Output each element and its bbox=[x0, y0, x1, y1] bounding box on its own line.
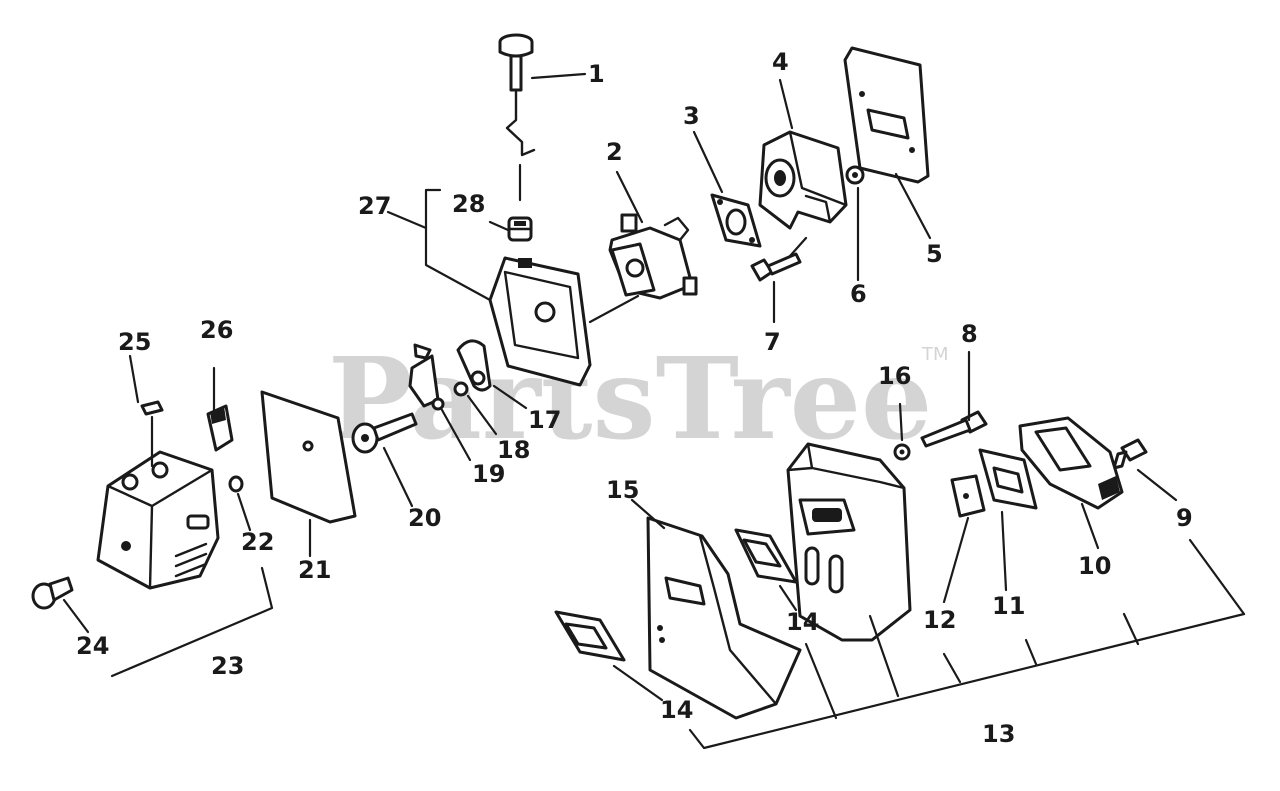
part-bolt-7[interactable] bbox=[750, 252, 802, 282]
callout-numbers: 1 2 3 4 5 6 7 8 9 10 11 12 13 14 14 14 1… bbox=[76, 48, 1193, 748]
part-bracket-19[interactable] bbox=[408, 343, 445, 411]
part-choke-plate[interactable] bbox=[456, 339, 492, 392]
callout-11: 11 bbox=[992, 592, 1025, 620]
part-pad-25[interactable] bbox=[140, 400, 164, 416]
callout-10: 10 bbox=[1078, 552, 1111, 580]
watermark-trademark: TM bbox=[921, 344, 949, 365]
part-latch-26[interactable] bbox=[206, 404, 234, 452]
part-screw-24[interactable] bbox=[31, 576, 74, 610]
callout-9: 9 bbox=[1176, 504, 1193, 532]
part-carburetor[interactable] bbox=[608, 213, 698, 300]
part-nut-6[interactable] bbox=[845, 165, 865, 185]
part-grommet-22[interactable] bbox=[228, 475, 244, 493]
part-choke-rod[interactable] bbox=[498, 33, 536, 157]
part-washer-18[interactable] bbox=[453, 381, 469, 397]
part-carburetor-gasket[interactable] bbox=[710, 193, 762, 248]
callout-24: 24 bbox=[76, 632, 109, 660]
part-screw-9[interactable] bbox=[1112, 438, 1148, 470]
part-screw-20[interactable] bbox=[351, 412, 418, 454]
callout-23: 23 bbox=[211, 652, 244, 680]
part-air-filter-element[interactable] bbox=[260, 390, 357, 524]
callout-18: 18 bbox=[497, 436, 530, 464]
part-gasket-14-upper[interactable] bbox=[734, 528, 798, 584]
callout-19: 19 bbox=[472, 460, 505, 488]
callout-21: 21 bbox=[298, 556, 331, 584]
part-muffler[interactable] bbox=[786, 442, 912, 642]
callout-3: 3 bbox=[683, 102, 700, 130]
part-gasket-5[interactable] bbox=[843, 46, 930, 184]
part-nut-16[interactable] bbox=[893, 443, 911, 461]
part-spark-arrestor[interactable] bbox=[950, 474, 986, 518]
part-exhaust-flange[interactable] bbox=[1018, 416, 1124, 510]
callout-17: 17 bbox=[528, 406, 561, 434]
part-insulator[interactable] bbox=[758, 130, 848, 230]
callout-15: 15 bbox=[606, 476, 639, 504]
part-heat-shield[interactable] bbox=[646, 516, 802, 720]
callout-27: 27 bbox=[358, 192, 391, 220]
callout-28: 28 bbox=[452, 190, 485, 218]
callout-8: 8 bbox=[961, 320, 978, 348]
callout-5: 5 bbox=[926, 240, 943, 268]
callout-26: 26 bbox=[200, 316, 233, 344]
callout-14-upper: 14 bbox=[786, 608, 819, 636]
leader-lines bbox=[62, 72, 1246, 750]
callout-7: 7 bbox=[764, 328, 781, 356]
callout-12: 12 bbox=[923, 606, 956, 634]
callout-14-lower: 14 bbox=[660, 696, 693, 724]
callout-13: 13 bbox=[982, 720, 1015, 748]
callout-16: 16 bbox=[878, 362, 911, 390]
callout-6: 6 bbox=[850, 280, 867, 308]
callout-1: 1 bbox=[588, 60, 605, 88]
part-grommet[interactable] bbox=[507, 216, 533, 242]
callout-25: 25 bbox=[118, 328, 151, 356]
callout-20: 20 bbox=[408, 504, 441, 532]
part-gasket-14-lower[interactable] bbox=[554, 610, 626, 662]
part-gasket-11[interactable] bbox=[978, 448, 1038, 510]
part-air-filter-cover[interactable] bbox=[96, 450, 220, 590]
callout-22: 22 bbox=[241, 528, 274, 556]
callout-2: 2 bbox=[606, 138, 623, 166]
callout-4: 4 bbox=[772, 48, 789, 76]
